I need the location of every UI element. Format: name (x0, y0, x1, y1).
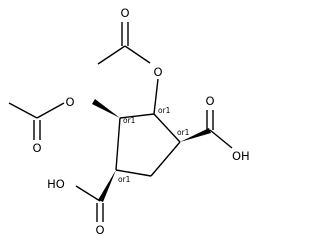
bond-c-acid-left-oh (75, 185, 101, 202)
stereo-label-c2: or1 (123, 116, 136, 125)
wedge-c3-c-acid-left (98, 170, 116, 202)
atom-oh-acid-left: HO (47, 177, 65, 191)
bond-o-ester-c-carbonyl-lower (36, 102, 65, 119)
bond-c1-o-ester-upper (153, 78, 159, 115)
bond-c-acid-right-oh (209, 129, 233, 149)
stereo-label-c5: or1 (177, 128, 190, 137)
bond-o-ester-c-carbonyl-upper (124, 45, 151, 64)
bond-c-carbonyl-ch3-lower (8, 102, 38, 119)
ring-bond-c5-c4 (150, 141, 181, 177)
ring-bond-c3-c2 (115, 117, 121, 171)
ring-bond-c1-c5 (153, 113, 181, 143)
ring-bond-c4-c3 (115, 169, 152, 177)
atom-o-ester-lower: O (65, 95, 74, 109)
atom-o-carbonyl-lower: O (32, 141, 41, 155)
atom-o-carbonyl-right: O (205, 94, 214, 108)
ring-bond-c2-c1 (119, 113, 155, 119)
wedge-c2-o-ester-lower (92, 99, 120, 118)
atom-o-carbonyl-upper: O (120, 6, 129, 20)
bond-c-carbonyl-ch3-upper (97, 45, 126, 65)
stereo-label-c3: or1 (118, 175, 131, 184)
structure-diagram: O O O O OH O HO O or1 or1 or1 or1 (8, 6, 250, 237)
atom-o-carbonyl-left: O (95, 223, 104, 237)
wedge-c5-c-acid-right (180, 128, 211, 142)
atom-o-ester-upper: O (153, 65, 162, 79)
atom-oh-acid-right: OH (232, 149, 250, 163)
stereo-label-c1: or1 (158, 106, 171, 115)
